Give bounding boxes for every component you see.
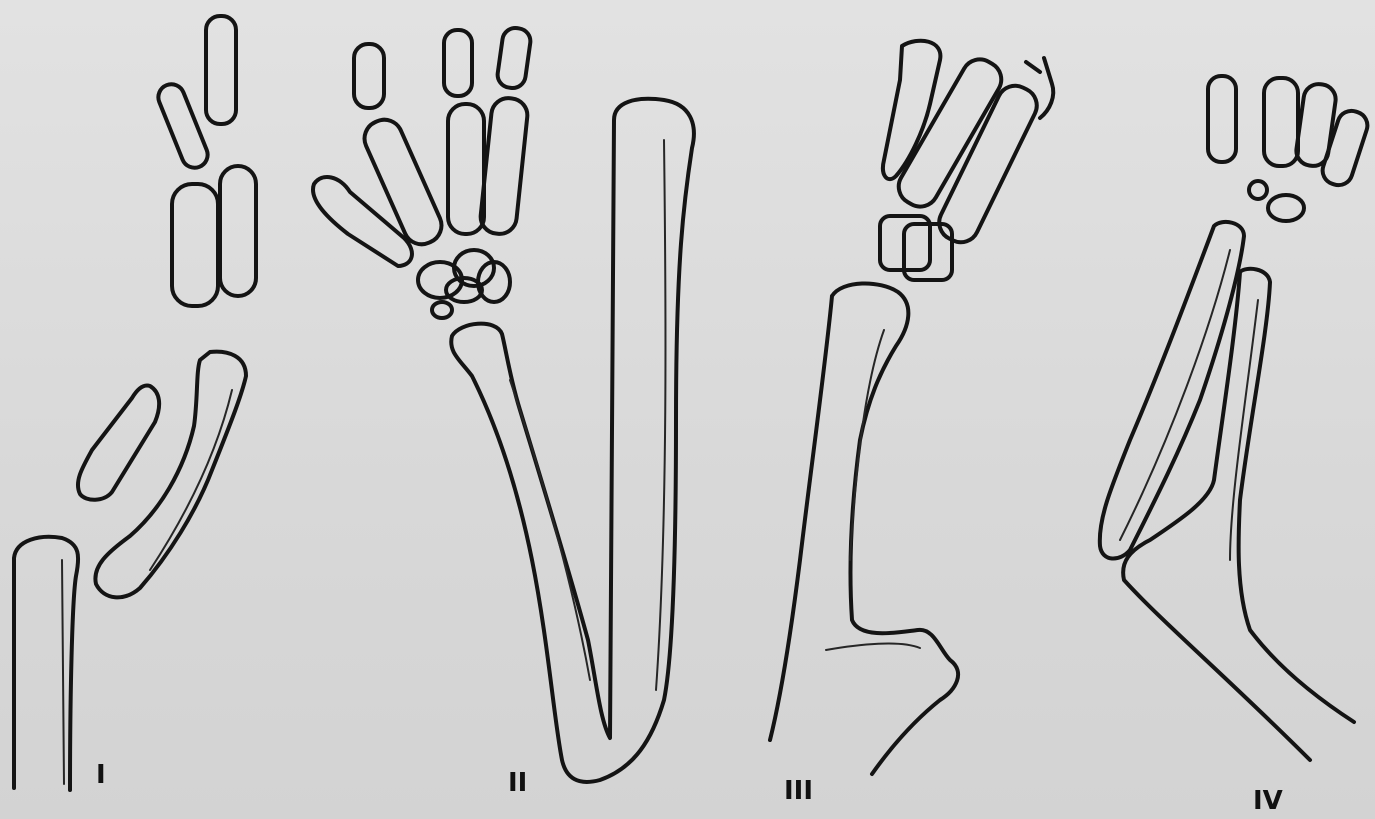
- panel-2-phalanx: [496, 26, 532, 89]
- panel-label-3: III: [784, 778, 813, 804]
- panel-4-phalanx: [1294, 82, 1337, 168]
- panel-1-ulna-fragment: [95, 352, 246, 598]
- panel-1-carpal: [220, 166, 256, 296]
- panel-4-ulna: [1123, 269, 1354, 760]
- panel-2-metacarpal: [479, 96, 529, 235]
- panel-3-metacarpal: [892, 53, 1008, 213]
- panel-label-4: IV: [1253, 788, 1283, 814]
- panel-1-carpal: [172, 184, 218, 306]
- panel-1-radius: [14, 537, 78, 790]
- panel-4-carpal: [1249, 181, 1267, 199]
- panel-1-phalanx: [206, 16, 236, 124]
- panel-2-metacarpal: [448, 104, 484, 234]
- panel-3-fragment-tip: [1026, 58, 1053, 118]
- panel-label-2: II: [508, 770, 527, 796]
- panel-3-ulna: [770, 283, 958, 774]
- panel-label-1: I: [96, 762, 106, 788]
- panel-2-phalanx: [444, 30, 472, 96]
- panel-4-phalanx: [1208, 76, 1236, 162]
- panel-4-bones: [1100, 76, 1371, 760]
- panel-2-bones: [313, 26, 694, 782]
- panel-4-phalanx: [1319, 107, 1371, 189]
- panel-3-bones: [770, 41, 1053, 774]
- panel-1-fragment: [78, 386, 159, 500]
- panel-1-bones: [14, 16, 256, 790]
- panel-4-radius: [1100, 222, 1244, 559]
- panel-1-phalanx: [154, 80, 211, 171]
- panel-4-phalanx: [1264, 78, 1298, 166]
- panel-2-phalanx: [354, 44, 384, 108]
- panel-2-thumb: [313, 177, 412, 266]
- panel-2-carpal: [432, 302, 452, 318]
- panel-4-carpal: [1268, 195, 1304, 221]
- panel-2-metacarpal: [359, 114, 447, 250]
